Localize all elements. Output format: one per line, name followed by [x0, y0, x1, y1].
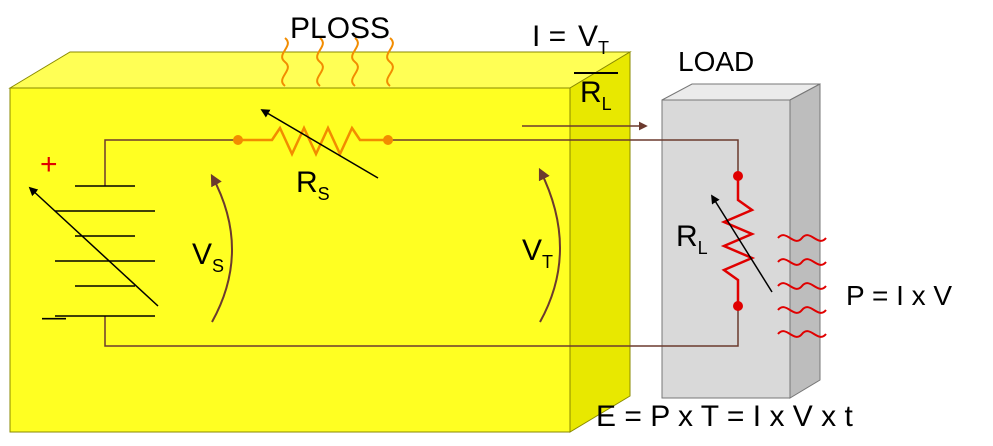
rl-resistor — [720, 176, 756, 306]
rs-label: RS — [296, 166, 330, 204]
load-heat-waves — [777, 234, 827, 338]
power-formula: P = I x V — [846, 280, 953, 311]
rl-variable-arrow — [711, 194, 773, 293]
source-box-side — [569, 51, 631, 433]
rs-resistor — [238, 125, 388, 157]
load-label: LOAD — [678, 46, 755, 77]
current-formula-lhs: I = — [532, 20, 567, 53]
source-box-top — [8, 51, 632, 89]
vt-label: VT — [522, 234, 554, 272]
ploss-heat-waves — [281, 37, 394, 87]
battery-minus-sign: — — [42, 304, 66, 331]
energy-formula: E = P x T = I x V x t — [596, 400, 853, 433]
vs-voltage-arc — [210, 173, 233, 323]
circuit-wires — [104, 139, 739, 347]
rl-label: RL — [676, 220, 708, 258]
vt-voltage-arc — [538, 167, 561, 323]
vs-label: VS — [192, 238, 225, 276]
current-formula-denominator: RL — [580, 76, 612, 114]
battery-variable-arrow — [28, 186, 159, 307]
load-box-front — [661, 99, 791, 399]
source-box-front — [9, 87, 571, 433]
rs-variable-arrow — [260, 109, 379, 179]
battery-plus-sign: + — [40, 148, 58, 181]
ploss-label: PLOSS — [290, 12, 391, 45]
current-formula-numerator: VT — [578, 20, 610, 58]
battery-symbol — [55, 185, 155, 317]
